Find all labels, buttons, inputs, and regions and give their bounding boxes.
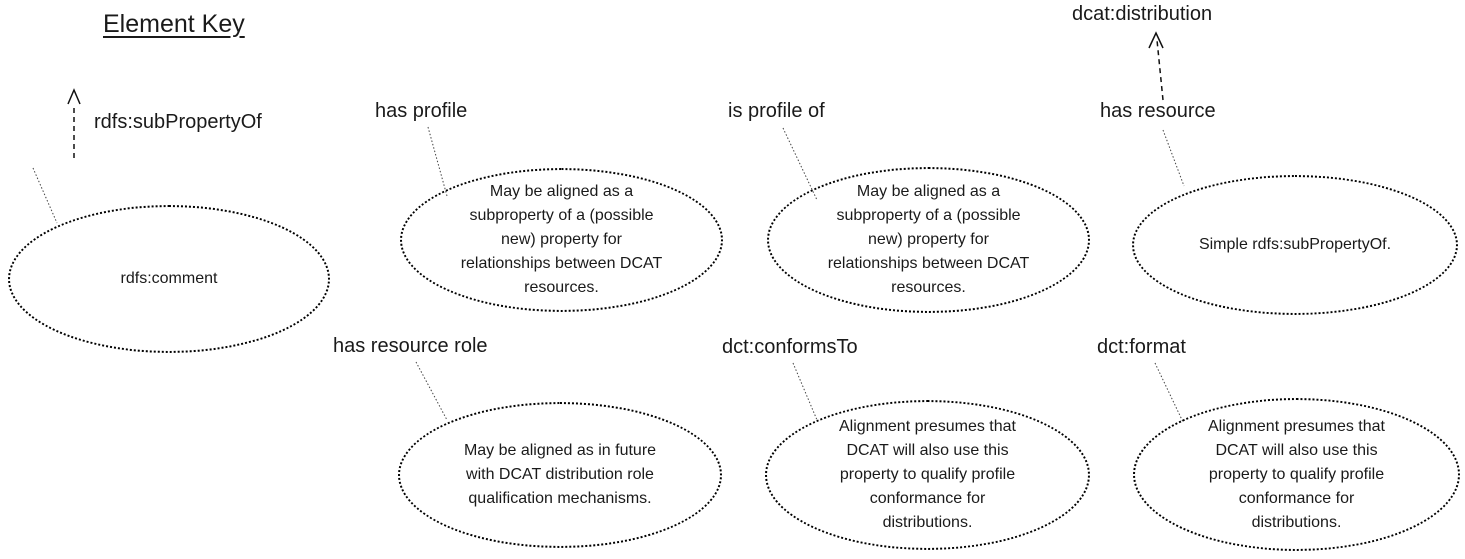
node-note: Alignment presumes that DCAT will also u… (1208, 417, 1385, 531)
label-has-resource: has resource (1100, 100, 1216, 122)
label-dcat-distribution: dcat:distribution (1072, 3, 1213, 25)
node-rdfs-comment: rdfs:comment (8, 205, 330, 353)
subpropertyof-arrow-dcat-distribution (1148, 31, 1164, 101)
label-rdfs-subpropertyof: rdfs:subPropertyOf (94, 111, 262, 133)
node-note: May be aligned as a subproperty of a (po… (827, 183, 1030, 296)
node-dct-format: Alignment presumes that DCAT will also u… (1133, 398, 1460, 551)
node-has-resource-role: May be aligned as in future with DCAT di… (398, 402, 722, 548)
label-is-profile-of: is profile of (728, 100, 825, 122)
leader-has-profile (427, 126, 448, 197)
node-note: Alignment presumes that DCAT will also u… (839, 418, 1016, 531)
leader-rdfs-comment (32, 167, 58, 224)
leader-dct-conformsto (792, 362, 818, 421)
node-dct-conformsto: Alignment presumes that DCAT will also u… (765, 400, 1090, 550)
subpropertyof-arrow-legend (67, 88, 81, 158)
leader-has-resource (1162, 129, 1185, 187)
node-has-resource: Simple rdfs:subPropertyOf. (1132, 175, 1458, 315)
node-note: May be aligned as in future with DCAT di… (463, 442, 657, 507)
leader-dct-format (1154, 362, 1184, 423)
node-has-profile: May be aligned as a subproperty of a (po… (400, 168, 723, 312)
node-note: Simple rdfs:subPropertyOf. (1198, 236, 1392, 253)
page-title: Element Key (103, 10, 245, 38)
label-dct-conformsto: dct:conformsTo (722, 336, 858, 358)
node-note: rdfs:comment (120, 270, 218, 287)
label-has-resource-role: has resource role (333, 335, 488, 357)
label-dct-format: dct:format (1097, 336, 1186, 358)
leader-has-resource-role (415, 361, 448, 421)
node-note: May be aligned as a subproperty of a (po… (460, 183, 663, 296)
label-has-profile: has profile (375, 100, 468, 122)
node-is-profile-of: May be aligned as a subproperty of a (po… (767, 167, 1090, 313)
